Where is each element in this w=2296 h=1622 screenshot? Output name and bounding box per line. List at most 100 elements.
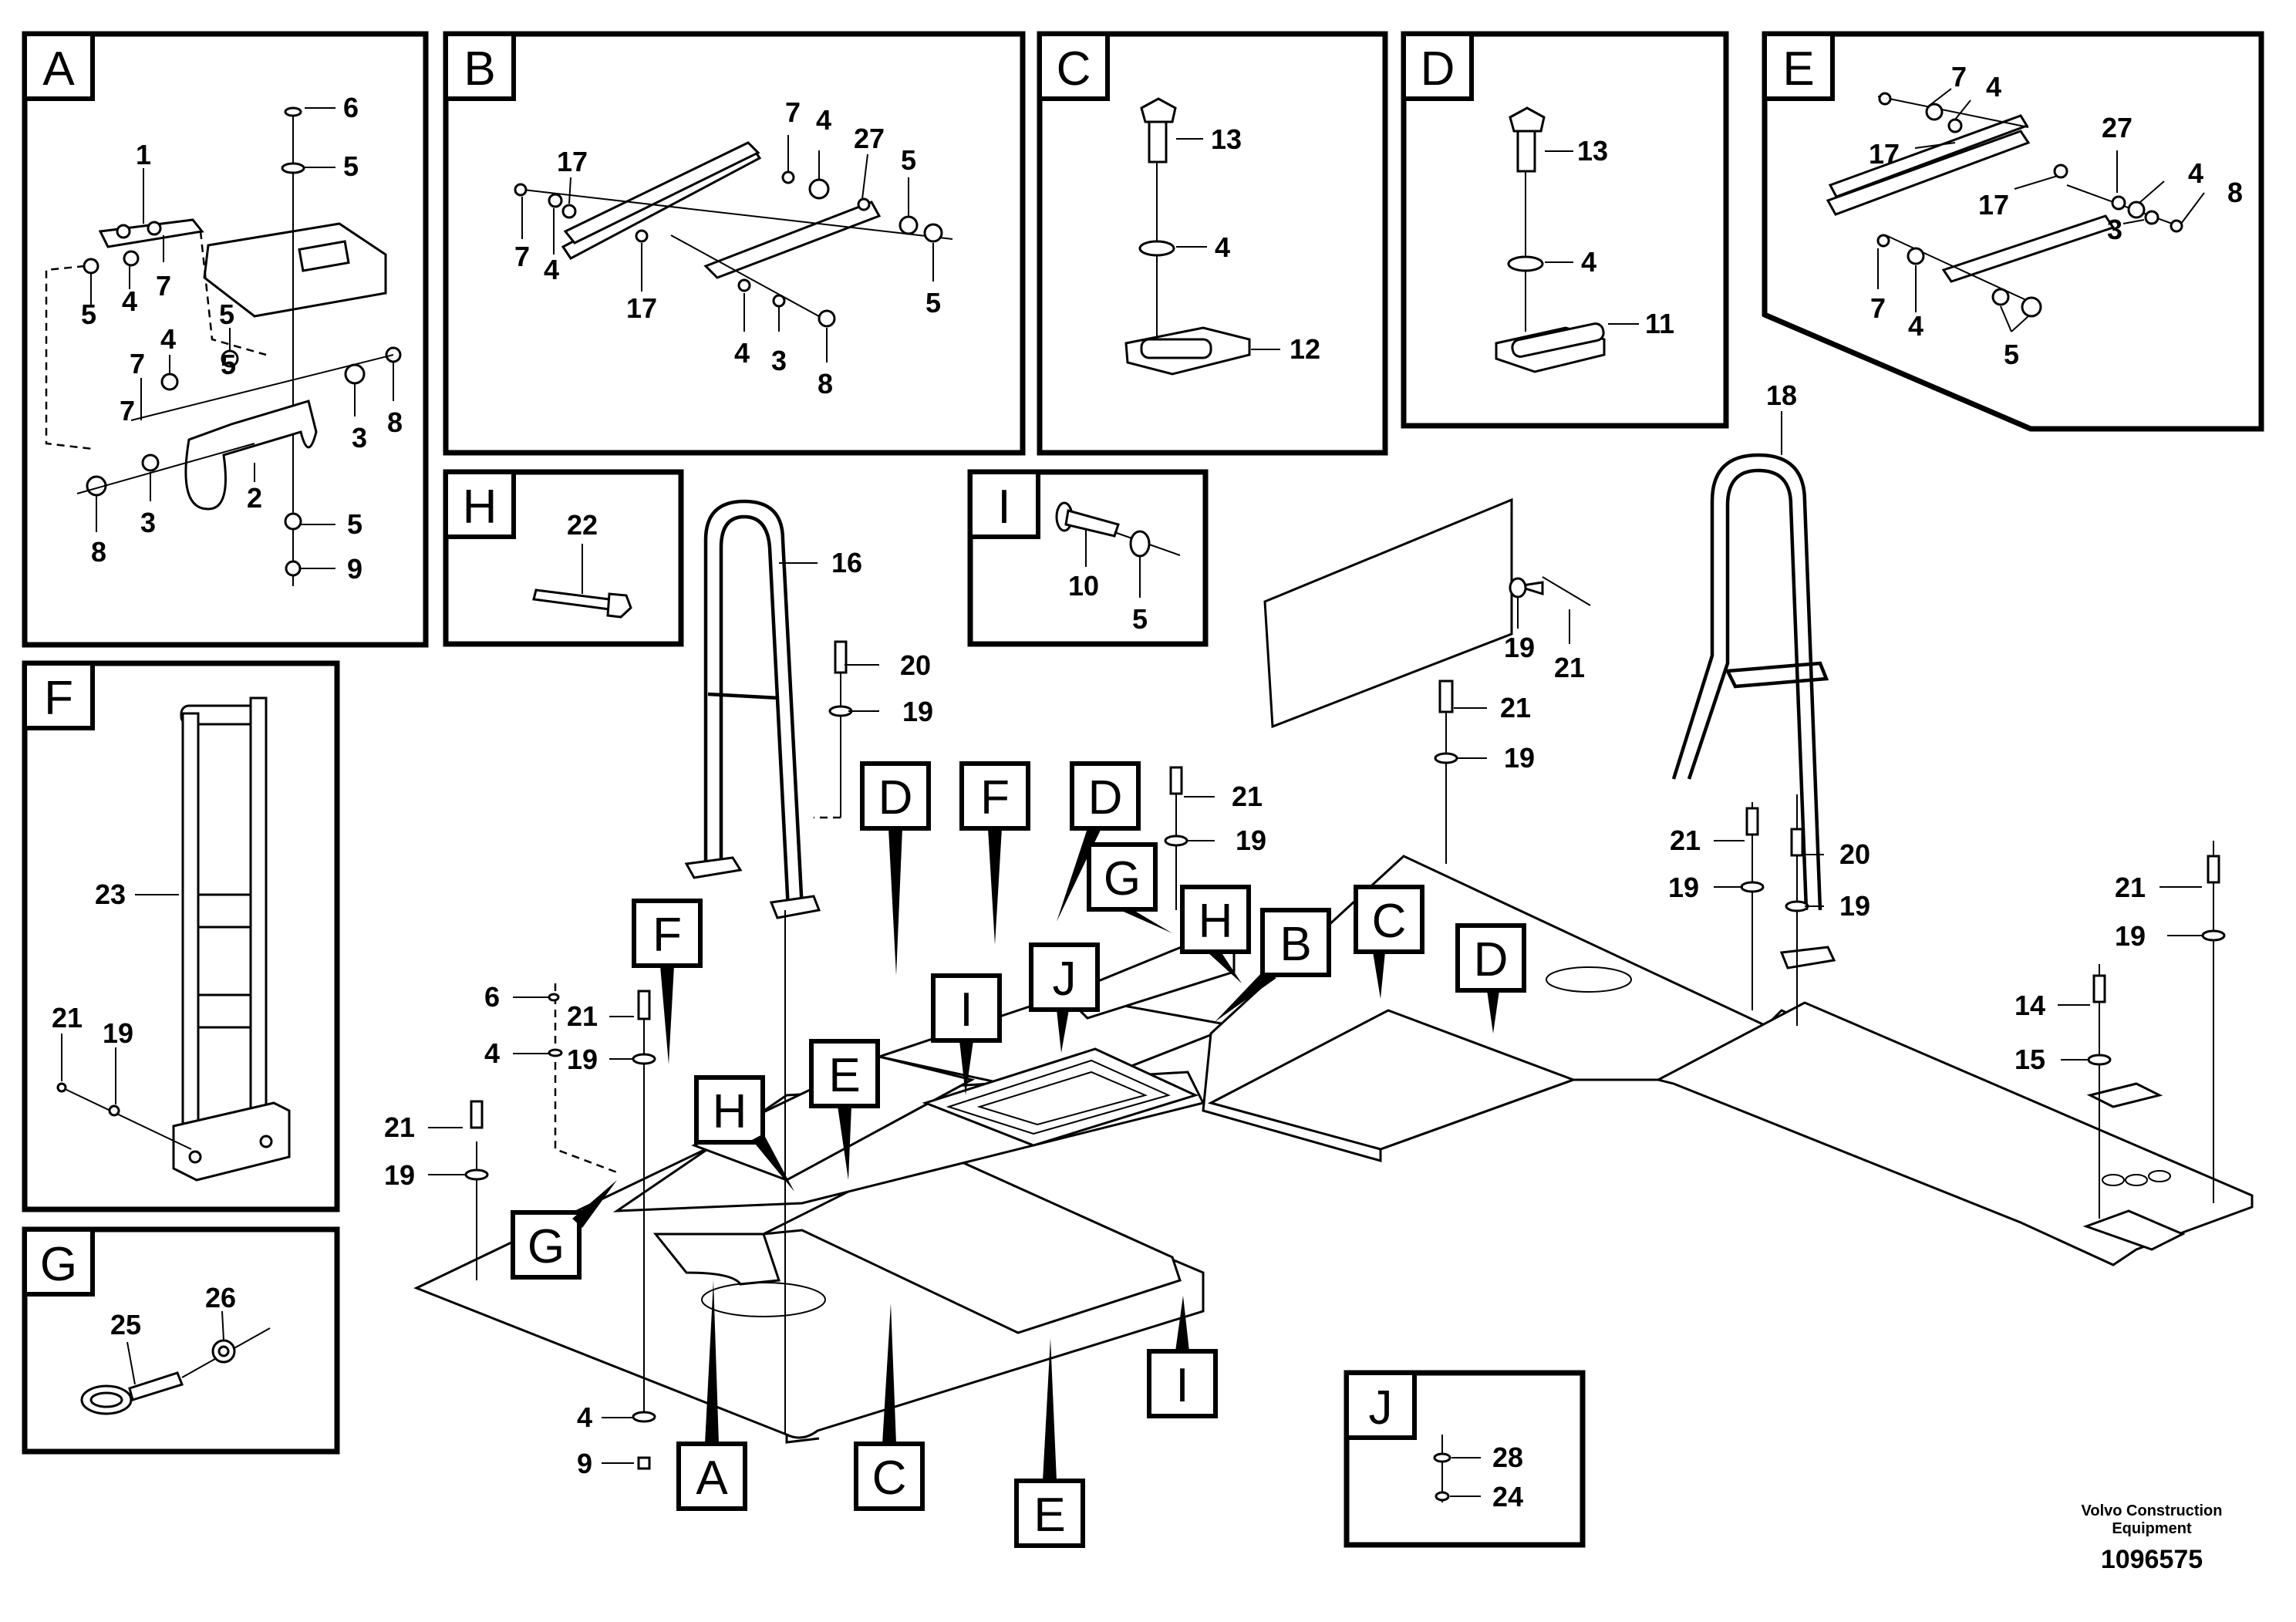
inset-j-callout: 28 [1492, 1442, 1523, 1473]
inset-b-callout: 3 [771, 345, 787, 376]
inset-f-label: F [44, 672, 73, 725]
inset-j-label: J [1369, 1381, 1393, 1435]
inset-f-callout: 19 [103, 1017, 133, 1049]
svg-text:A: A [696, 1452, 728, 1505]
ref-h-1: H [1180, 885, 1251, 983]
svg-text:J: J [1053, 953, 1077, 1006]
inset-a-callout: 7 [156, 270, 171, 302]
main-callout: 19 [2115, 920, 2146, 952]
inset-h-callout: 22 [567, 509, 598, 541]
main-callout: 18 [1766, 379, 1797, 411]
svg-text:I: I [1175, 1359, 1188, 1412]
svg-text:F: F [652, 909, 682, 962]
ref-c-1: C [1354, 885, 1424, 999]
inset-a-callout: 5 [219, 298, 234, 330]
inset-j: J 28 24 [1344, 1370, 1586, 1548]
ref-f-1: F [959, 761, 1030, 945]
handrail-16 [703, 499, 804, 911]
ref-d-1: D [860, 761, 931, 976]
svg-text:H: H [713, 1085, 747, 1138]
inset-b-label: B [464, 42, 495, 96]
main-callout: 9 [577, 1448, 592, 1479]
inset-g: G 26 25 [22, 1226, 340, 1455]
left-floor-plate [413, 1101, 1205, 1439]
inset-b: B 7 4 27 17 5 7 4 17 4 3 8 5 [443, 31, 1026, 456]
inset-e-callout: 5 [2004, 339, 2019, 370]
inset-b-callout: 8 [818, 368, 833, 400]
main-callout: 6 [484, 981, 500, 1013]
main-callout: 19 [1839, 890, 1870, 922]
svg-text:B: B [1279, 918, 1311, 971]
main-assembly: 16 20 19 19 21 21 19 21 19 18 21 20 19 1… [384, 379, 2254, 1548]
inset-e-callout: 7 [1951, 61, 1967, 93]
main-callout: 21 [1500, 692, 1531, 723]
inset-a-callout: 3 [352, 422, 367, 454]
inset-e-callout: 17 [1869, 138, 1900, 170]
inset-i: I 10 5 [967, 469, 1209, 647]
inset-j-callout: 24 [1492, 1481, 1523, 1512]
inset-g-callout: 26 [205, 1282, 236, 1313]
inset-e: E 7 4 17 27 17 4 8 3 7 4 5 [1762, 31, 2264, 432]
inset-i-label: I [997, 481, 1010, 534]
ref-g-1: G [1087, 842, 1172, 933]
ref-a-1: A [676, 1280, 747, 1511]
main-callout: 16 [831, 547, 862, 578]
svg-text:C: C [872, 1452, 907, 1505]
svg-text:E: E [828, 1049, 860, 1102]
svg-text:D: D [878, 771, 913, 824]
main-callout: 19 [1504, 632, 1535, 663]
inset-b-callout: 17 [557, 146, 588, 177]
inset-h: H 22 [443, 469, 684, 647]
main-callout: 19 [902, 696, 933, 727]
svg-text:D: D [1088, 771, 1123, 824]
inset-a-callout: 6 [343, 92, 359, 123]
main-callout: 15 [2014, 1044, 2045, 1075]
inset-c: C 13 4 12 [1037, 31, 1388, 456]
inset-d-label: D [1421, 42, 1455, 96]
inset-a-callout: 4 [160, 323, 176, 355]
ref-e-1: E [809, 1039, 880, 1180]
inset-b-callout: 7 [514, 241, 530, 272]
ref-d-3: D [1455, 923, 1526, 1034]
inset-e-callout: 4 [1908, 310, 1923, 342]
main-callout: 21 [1670, 824, 1701, 856]
svg-text:I: I [959, 983, 973, 1037]
inset-f: F 23 21 19 [22, 660, 340, 1212]
main-callout: 4 [484, 1037, 500, 1069]
inset-b-callout: 5 [925, 287, 941, 319]
svg-text:H: H [1199, 895, 1233, 948]
svg-text:C: C [1372, 895, 1407, 948]
far-right-floor-plate [1654, 1001, 2254, 1266]
inset-i-callout: 10 [1068, 570, 1099, 602]
inset-i-callout: 5 [1132, 603, 1148, 635]
inset-e-label: E [1782, 42, 1814, 96]
inset-a-callout: 7 [130, 348, 145, 379]
inset-b-callout: 4 [816, 104, 831, 136]
inset-c-callout: 13 [1211, 123, 1242, 155]
document-id: 1096575 [2100, 1545, 2203, 1574]
ref-i-1: I [931, 973, 1002, 1095]
svg-text:G: G [1104, 852, 1141, 905]
inset-h-label: H [463, 481, 497, 534]
main-callout: 19 [1668, 872, 1699, 903]
inset-e-callout: 27 [2102, 112, 2132, 143]
inset-f-callout: 21 [52, 1002, 83, 1034]
inset-c-callout: 4 [1215, 231, 1230, 263]
main-callout: 20 [900, 649, 931, 681]
main-callout: 19 [1504, 742, 1535, 774]
inset-a-callout: 3 [140, 507, 156, 538]
main-callout: 14 [2014, 990, 2045, 1021]
ref-e-2: E [1014, 1338, 1085, 1548]
ref-f-2: F [632, 899, 703, 1064]
inset-a-callout: 2 [247, 482, 262, 514]
credit-line-1: Volvo Construction [2081, 1502, 2223, 1519]
svg-text:E: E [1033, 1489, 1065, 1542]
inset-a-callout: 1 [136, 139, 151, 170]
inset-b-callout: 27 [854, 123, 885, 154]
handrail-18 [1671, 453, 1822, 911]
inset-a-callout: 5 [81, 298, 96, 330]
inset-c-callout: 12 [1290, 333, 1320, 365]
inset-b-callout: 4 [734, 337, 750, 369]
svg-text:D: D [1474, 933, 1509, 986]
credit-line-2: Equipment [2112, 1520, 2192, 1537]
